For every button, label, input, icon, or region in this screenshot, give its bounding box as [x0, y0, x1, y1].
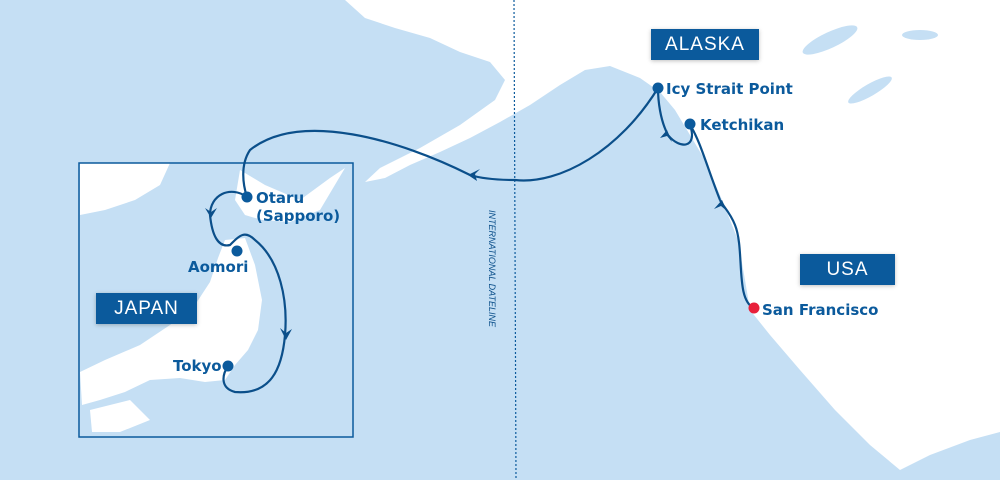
- dateline-label: INTERNATIONAL DATELINE: [487, 210, 497, 328]
- arrow-icon: [280, 328, 292, 340]
- international-dateline: [513, 0, 517, 480]
- port-label-aomori: Aomori: [188, 258, 248, 276]
- route-arrows: [205, 130, 727, 340]
- arrow-icon: [660, 130, 672, 142]
- port-marker-ketchikan[interactable]: [684, 118, 696, 130]
- arrow-icon: [205, 208, 217, 218]
- port-label-san-francisco: San Francisco: [762, 301, 878, 319]
- japan-inset: [78, 162, 354, 438]
- port-marker-san-francisco[interactable]: [748, 302, 760, 314]
- port-marker-icy-strait-point[interactable]: [652, 82, 664, 94]
- region-label-alaska: ALASKA: [651, 29, 759, 60]
- north-america-land: [345, 0, 1000, 470]
- region-label-usa: USA: [800, 254, 895, 285]
- port-label-otaru: Otaru: [256, 189, 304, 207]
- lakes: [802, 25, 938, 104]
- arrow-icon: [714, 200, 727, 211]
- port-label-tokyo: Tokyo: [173, 357, 222, 375]
- port-marker-otaru[interactable]: [241, 191, 253, 203]
- port-label-icy-strait-point: Icy Strait Point: [666, 80, 793, 98]
- ports: Otaru (Sapporo) Aomori Tokyo Icy Strait …: [173, 80, 878, 375]
- port-marker-tokyo[interactable]: [222, 360, 234, 372]
- japan-inset-border: [78, 162, 354, 438]
- port-label-otaru-sub: (Sapporo): [256, 207, 340, 225]
- port-label-ketchikan: Ketchikan: [700, 116, 784, 134]
- region-label-japan: JAPAN: [96, 293, 197, 324]
- arrow-icon: [468, 169, 480, 181]
- port-marker-aomori[interactable]: [231, 245, 243, 257]
